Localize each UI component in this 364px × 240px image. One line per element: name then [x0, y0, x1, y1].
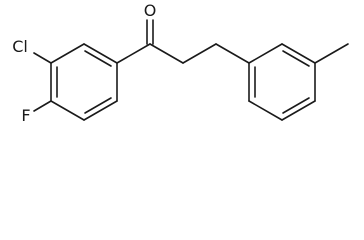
bond	[83, 100, 118, 121]
bond	[281, 100, 316, 121]
structure-canvas: O Cl F	[12, 1, 349, 125]
bond-chain	[182, 43, 217, 64]
bond-ring-carbonyl	[116, 43, 151, 64]
double-bond-inner	[84, 50, 112, 67]
bond-c-f	[33, 100, 52, 112]
chlorine-label: Cl	[12, 37, 28, 56]
bond	[248, 43, 283, 64]
oxygen-label: O	[144, 1, 157, 20]
bond-c-cl	[33, 52, 52, 64]
bond	[281, 43, 316, 64]
molecule-diagram: O Cl F	[12, 1, 349, 125]
right-benzene-ring	[248, 43, 316, 121]
bond	[83, 43, 118, 64]
double-bond-inner	[282, 50, 310, 67]
bond	[248, 100, 283, 121]
bond	[50, 100, 85, 121]
double-bond-inner	[282, 97, 310, 114]
bond-chain-to-ring	[215, 43, 250, 64]
bond	[50, 43, 85, 64]
fluorine-label: F	[21, 106, 30, 125]
bond-methyl	[314, 43, 349, 64]
left-benzene-ring	[50, 43, 118, 121]
bond-chain	[149, 43, 184, 64]
double-bond-inner	[84, 97, 112, 114]
